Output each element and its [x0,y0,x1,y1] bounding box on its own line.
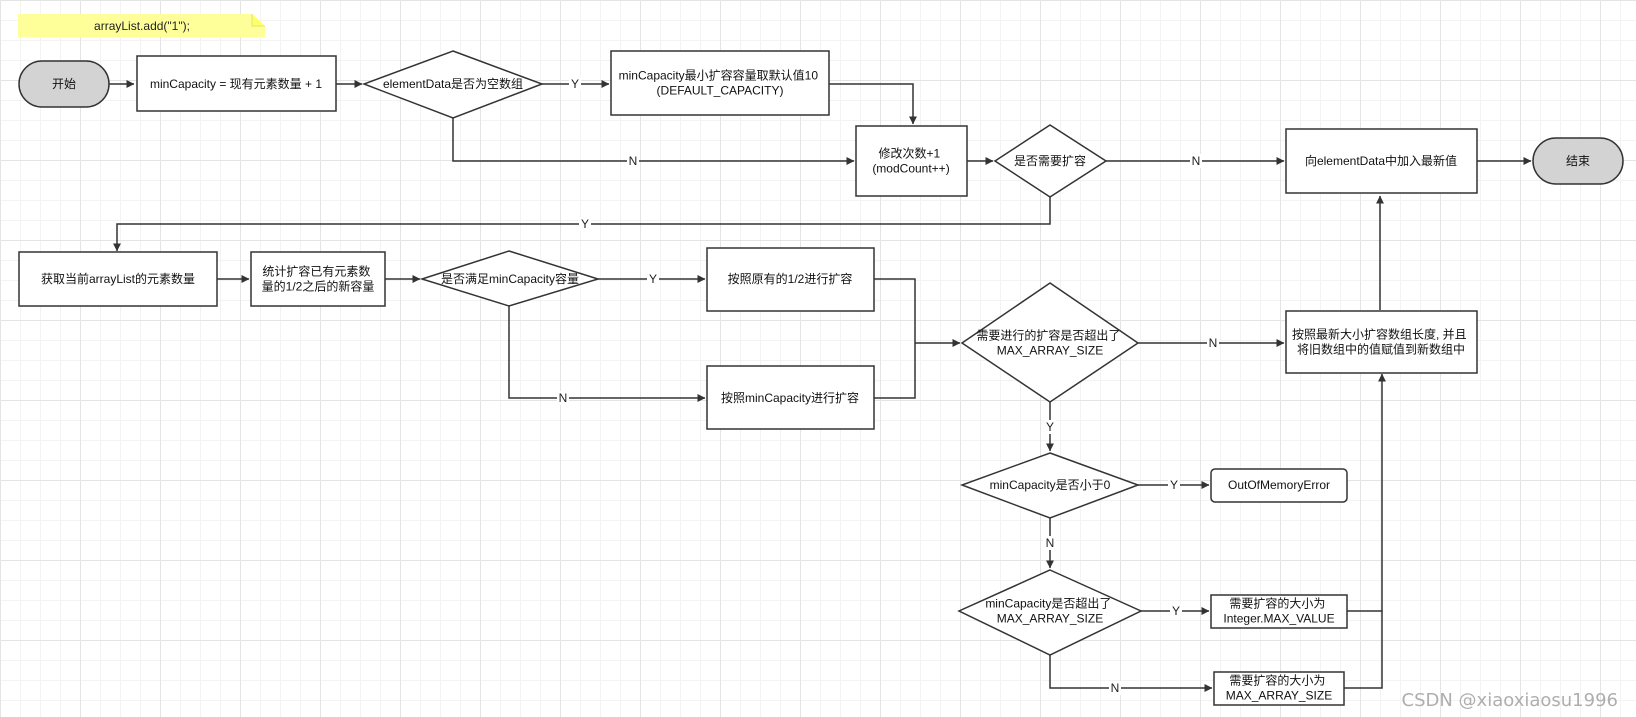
note-text: arrayList.add("1"); [94,19,190,33]
oom-process[interactable]: OutOfMemoryError [1210,468,1348,503]
nodes: 开始 minCapacity = 现有元素数量 + 1 elementData是… [18,50,1624,706]
default-capacity-process[interactable]: minCapacity最小扩容容量取默认值10 (DEFAULT_CAPACIT… [610,50,830,116]
edge-label-isempty-yes: Y [569,77,581,91]
edge-label-ltzero-yes: Y [1168,478,1180,492]
edge-satisfies-no [508,306,706,402]
grow-half-label: 按照原有的1/2进行扩容 [728,271,853,286]
svg-text:N: N [1111,681,1120,695]
svg-text:N: N [559,391,568,405]
int-max-process[interactable]: 需要扩容的大小为 Integer.MAX_VALUE [1210,594,1348,629]
int-max-label: 需要扩容的大小为 Integer.MAX_VALUE [1223,595,1334,625]
add-value-label: 向elementData中加入最新值 [1305,153,1457,168]
end-label: 结束 [1566,154,1590,168]
svg-text:Y: Y [649,272,657,286]
svg-text:Y: Y [1046,420,1054,434]
watermark: CSDN @xiaoxiaosu1996 [1402,690,1618,711]
satisfies-label: 是否满足minCapacity容量 [441,271,579,286]
svg-text:N: N [629,154,638,168]
min-exceeds-label: minCapacity是否超出了 MAX_ARRAY_SIZE [985,595,1114,625]
exceeds-max-decision[interactable]: 需要进行的扩容是否超出了 MAX_ARRAY_SIZE [960,282,1140,403]
svg-text:N: N [1209,336,1218,350]
edge-labels: Y N N Y Y N N Y [557,77,1219,695]
edge-intmax-to-copyarray [1347,373,1386,612]
copy-array-label: 按照最新大小扩容数组长度, 并且 将旧数组中的值赋值到新数组中 [1292,326,1470,356]
svg-text:Y: Y [1172,604,1180,618]
edge-label-needgrow-no: N [1190,154,1202,168]
edge-label-satisfies-no: N [557,391,569,405]
need-grow-decision[interactable]: 是否需要扩容 [993,124,1108,198]
code-note: arrayList.add("1"); [18,14,265,37]
note-fold [251,14,265,27]
svg-text:N: N [1046,536,1055,550]
svg-text:Y: Y [1170,478,1178,492]
satisfies-decision[interactable]: 是否满足minCapacity容量 [419,250,601,307]
get-size-label: 获取当前arrayList的元素数量 [41,271,195,286]
end-terminal[interactable]: 结束 [1532,137,1624,185]
edge-isempty-no [452,118,855,165]
array-max-label: 需要扩容的大小为 MAX_ARRAY_SIZE [1226,672,1332,702]
grow-min-process[interactable]: 按照minCapacity进行扩容 [706,365,875,430]
calc-half-process[interactable]: 统计扩容已有元素数 量的1/2之后的新容量 [250,251,386,307]
lt-zero-label: minCapacity是否小于0 [990,478,1111,492]
svg-text:N: N [1192,154,1201,168]
grow-min-label: 按照minCapacity进行扩容 [721,390,859,405]
edge-label-minexceeds-yes: Y [1170,604,1182,618]
edge-label-ltzero-no: N [1044,536,1056,550]
edge-label-isempty-no: N [627,154,639,168]
is-empty-label: elementData是否为空数组 [383,76,523,91]
edge-growmin-to-merge [874,343,916,399]
svg-text:Y: Y [581,217,589,231]
note-shape [18,14,265,37]
edge-label-minexceeds-no: N [1109,681,1121,695]
start-label: 开始 [52,77,76,91]
add-value-process[interactable]: 向elementData中加入最新值 [1285,128,1478,194]
edge-growhalf-to-merge [874,278,916,343]
get-size-process[interactable]: 获取当前arrayList的元素数量 [18,251,218,307]
edge-label-needgrow-yes: Y [579,217,591,231]
array-max-process[interactable]: 需要扩容的大小为 MAX_ARRAY_SIZE [1213,671,1345,706]
grow-half-process[interactable]: 按照原有的1/2进行扩容 [706,247,875,312]
svg-text:Y: Y [571,77,579,91]
calc-half-label: 统计扩容已有元素数 量的1/2之后的新容量 [262,263,375,293]
copy-array-process[interactable]: 按照最新大小扩容数组长度, 并且 将旧数组中的值赋值到新数组中 [1285,310,1478,374]
mod-count-process[interactable]: 修改次数+1 (modCount++) [855,125,968,197]
start-terminal[interactable]: 开始 [18,60,110,108]
is-empty-decision[interactable]: elementData是否为空数组 [361,50,545,119]
edge-defaultcap-to-modcount [829,83,917,125]
min-capacity-label: minCapacity = 现有元素数量 + 1 [150,76,322,91]
edge-label-exceeds-yes: Y [1044,420,1056,434]
oom-label: OutOfMemoryError [1228,478,1330,492]
edge-arraymax-to-copyarray [1344,611,1383,689]
edge-minexceeds-no [1049,655,1213,692]
edge-label-satisfies-yes: Y [647,272,659,286]
lt-zero-decision[interactable]: minCapacity是否小于0 [959,452,1141,519]
edge-label-exceeds-no: N [1207,336,1219,350]
exceeds-max-label: 需要进行的扩容是否超出了 MAX_ARRAY_SIZE [976,327,1123,357]
need-grow-label: 是否需要扩容 [1014,153,1086,168]
mod-count-label: 修改次数+1 (modCount++) [872,145,949,175]
min-capacity-process[interactable]: minCapacity = 现有元素数量 + 1 [136,55,337,112]
min-exceeds-decision[interactable]: minCapacity是否超出了 MAX_ARRAY_SIZE [957,569,1143,656]
default-capacity-label: minCapacity最小扩容容量取默认值10 (DEFAULT_CAPACIT… [619,67,822,97]
